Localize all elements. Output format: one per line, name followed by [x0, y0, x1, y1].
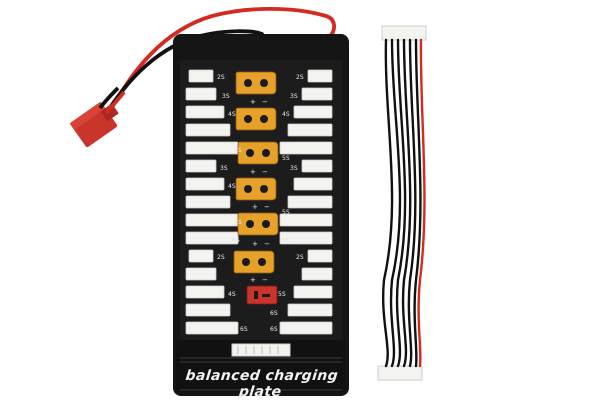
left-label-8: 2S [217, 254, 225, 261]
left-label-0: 2S [217, 74, 225, 81]
balance-extension-lead [377, 25, 427, 381]
polarity-markers: + − + − + − + − + − [250, 98, 270, 284]
brand-text: balanced charging plate [184, 368, 339, 400]
t-socket [246, 285, 278, 305]
left-label-10: 6S [240, 326, 248, 333]
left-label-4: 3S [220, 165, 228, 172]
plus-marker: + [250, 168, 256, 176]
minus-marker: − [262, 168, 268, 176]
left-balance-ports [185, 69, 239, 335]
footer-stripes [180, 357, 342, 391]
wire-plug-segment [104, 90, 126, 115]
right-label-1: 3S [290, 93, 298, 100]
right-label-4: 6S [282, 237, 290, 244]
plus-marker: + [252, 203, 258, 211]
plus-marker: + [250, 276, 256, 284]
right-label-8: 2S [296, 254, 304, 261]
minus-marker: − [264, 240, 270, 248]
left-label-2: 4S [228, 111, 236, 118]
right-label-9: 5S [278, 291, 286, 298]
right-label-3: 5S [282, 155, 290, 162]
minus-marker: − [262, 98, 268, 106]
left-label-9: 4S [228, 291, 236, 298]
right-balance-ports [279, 69, 333, 335]
right-label-10: 6S [270, 310, 278, 317]
minus-marker: − [262, 276, 268, 284]
left-label-6: 5S [234, 219, 242, 226]
left-cell-labels: 2S 3S 4S 5S 3S 4S 5S 6S 2S 4S 6S [217, 74, 248, 333]
wire-plug-black-segment [98, 86, 120, 110]
xt60-connectors [233, 71, 279, 274]
right-label-5: 3S [290, 165, 298, 172]
right-label-2: 4S [282, 111, 290, 118]
right-label-0: 2S [296, 74, 304, 81]
right-label-6: 5S [282, 209, 290, 216]
left-label-1: 3S [222, 93, 230, 100]
right-label-7: 6S [270, 326, 278, 333]
right-cell-labels: 2S 3S 4S 5S 6S 3S 5S 6S 2S 5S 6S [270, 74, 304, 333]
wire-red [106, 7, 336, 117]
plus-marker: + [250, 98, 256, 106]
minus-marker: − [264, 203, 270, 211]
plus-marker: + [252, 240, 258, 248]
footer-balance-port [231, 343, 291, 357]
board-footer [176, 340, 346, 392]
t-plug [69, 101, 119, 148]
left-label-5: 4S [228, 183, 236, 190]
left-label-3: 5S [234, 147, 242, 154]
left-label-7: 6S [232, 237, 240, 244]
